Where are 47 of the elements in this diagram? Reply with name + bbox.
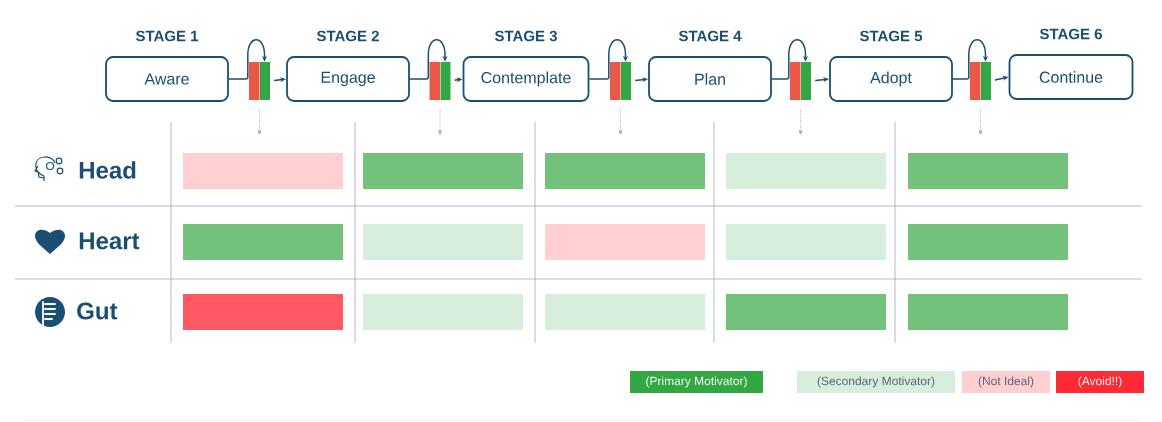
rating-bar bbox=[545, 294, 705, 330]
gate-bar bbox=[790, 62, 811, 100]
dotted-arrow bbox=[257, 108, 262, 135]
loop-arrow bbox=[409, 39, 448, 80]
dotted-arrow bbox=[978, 108, 983, 135]
rating-bar bbox=[545, 153, 705, 189]
stage-heading: STAGE 1 bbox=[135, 30, 199, 42]
rating-bar bbox=[183, 294, 343, 330]
legend-item: (Primary Motivator) bbox=[630, 371, 763, 393]
rating-bar bbox=[908, 224, 1068, 260]
legend-item: (Secondary Motivator) bbox=[797, 371, 955, 393]
stage-box: Plan bbox=[648, 56, 772, 102]
legend-item: (Not Ideal) bbox=[962, 371, 1050, 393]
stage-heading: STAGE 4 bbox=[678, 30, 742, 42]
stage-heading: STAGE 6 bbox=[1039, 28, 1102, 40]
stage-heading: STAGE 3 bbox=[494, 30, 557, 42]
loop-arrow bbox=[588, 39, 629, 80]
rating-bar bbox=[908, 294, 1068, 330]
gate-bar bbox=[610, 62, 631, 100]
dotted-arrow bbox=[798, 108, 803, 135]
stage-box: Contemplate bbox=[462, 56, 590, 102]
rating-bar bbox=[908, 153, 1068, 189]
gate-bar bbox=[970, 62, 991, 100]
rating-bar bbox=[363, 294, 523, 330]
row-label: Gut bbox=[77, 302, 118, 320]
rating-bar bbox=[363, 153, 523, 189]
stage-box: Continue bbox=[1008, 54, 1134, 100]
rating-bar bbox=[183, 224, 343, 260]
dotted-arrow bbox=[438, 108, 442, 135]
rating-bar bbox=[726, 153, 886, 189]
stage-box: Engage bbox=[286, 56, 410, 102]
rating-bar bbox=[726, 224, 886, 260]
stage-box: Aware bbox=[105, 56, 229, 102]
rating-bar bbox=[363, 224, 523, 260]
dotted-arrow bbox=[618, 108, 623, 135]
legend-item: (Avoid!!) bbox=[1056, 371, 1144, 393]
row-label: Head bbox=[79, 161, 136, 179]
row-label: Heart bbox=[79, 232, 140, 250]
stage-box: Adopt bbox=[829, 56, 953, 102]
rating-bar bbox=[545, 224, 705, 260]
rating-bar bbox=[726, 294, 886, 330]
gate-bar bbox=[249, 62, 270, 100]
loop-arrow bbox=[228, 39, 268, 80]
gate-bar bbox=[429, 62, 451, 100]
rating-bar bbox=[183, 153, 343, 189]
stage-heading: STAGE 2 bbox=[316, 30, 379, 42]
stage-heading: STAGE 5 bbox=[859, 30, 923, 42]
